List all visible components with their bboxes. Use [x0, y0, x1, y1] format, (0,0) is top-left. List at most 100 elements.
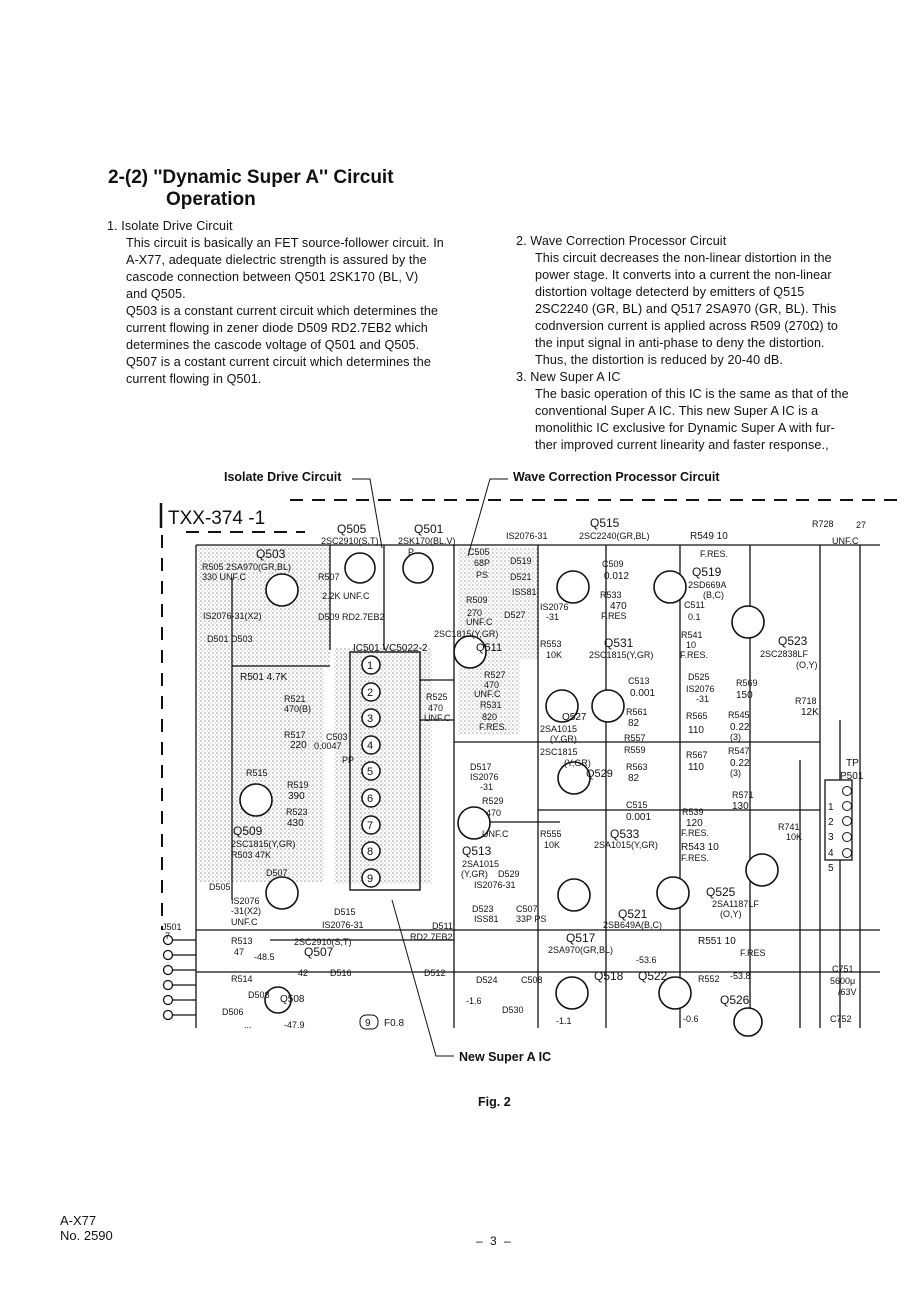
- label: R563: [626, 762, 648, 772]
- label: R741: [778, 822, 800, 832]
- label: (O,Y): [720, 909, 742, 919]
- label: IS2076: [686, 684, 715, 694]
- label: Q503: [256, 547, 286, 561]
- label: D524: [476, 975, 498, 985]
- label: Q513: [462, 844, 492, 858]
- label: Q519: [692, 565, 722, 579]
- label: R571: [732, 790, 754, 800]
- label: Q518: [594, 969, 624, 983]
- label: -31: [696, 694, 709, 704]
- callout-wave-correction: Wave Correction Processor Circuit: [513, 470, 720, 484]
- transistor-q509: [239, 783, 273, 817]
- callout-leaders: [352, 478, 508, 1057]
- ic501-label: IC501 VC5022-2: [353, 643, 428, 654]
- label: 2SA1015: [540, 724, 577, 734]
- item1-line: A-X77, adequate dielectric strength is a…: [126, 253, 427, 267]
- transistor-q527: [545, 689, 579, 723]
- item2-line: codnversion current is applied across R5…: [535, 319, 839, 333]
- label: PS: [476, 570, 488, 580]
- label: -47.9: [284, 1020, 305, 1030]
- label: D519: [510, 556, 532, 566]
- label: 2SC2910(S,T): [321, 536, 379, 546]
- label: 270: [467, 608, 482, 618]
- left-column: 1. Isolate Drive Circuit This circuit is…: [107, 218, 487, 388]
- label: 68P: [474, 558, 490, 568]
- transistors: [239, 552, 779, 1037]
- label: R529: [482, 796, 504, 806]
- item3-line: conventional Super A IC. This new Super …: [535, 404, 819, 418]
- ic-pin-2: 2: [367, 687, 373, 699]
- leader-newic: [391, 899, 454, 1057]
- transistor-q526: [733, 1007, 763, 1037]
- label: UNF.C: [474, 689, 501, 699]
- label: 10K: [546, 650, 562, 660]
- label: 82: [628, 773, 640, 784]
- label: C509: [602, 559, 624, 569]
- label: 0.22: [730, 758, 750, 769]
- label: Q525: [706, 885, 736, 899]
- label: ISS81: [474, 914, 499, 924]
- item3-heading: 3. New Super A IC: [516, 370, 621, 384]
- label: IS2076-31: [322, 920, 364, 930]
- label: UNF.C: [231, 917, 258, 927]
- label: IS2076-31: [474, 880, 516, 890]
- label: Q527: [562, 712, 587, 723]
- label: F.RES: [740, 948, 766, 958]
- label: 390: [288, 791, 305, 802]
- transistor-q522: [658, 976, 692, 1010]
- label: C752: [830, 1014, 852, 1024]
- label: F0.8: [384, 1018, 404, 1029]
- label: 130: [732, 801, 749, 812]
- label: R555: [540, 829, 562, 839]
- label: 150: [736, 690, 753, 701]
- ic-pin-1: 1: [367, 660, 373, 672]
- label: R728: [812, 519, 834, 529]
- tp-pin-3: 3: [828, 832, 834, 843]
- label: D501 D503: [207, 634, 253, 644]
- label: D529: [498, 869, 520, 879]
- label: -31(X2): [231, 906, 261, 916]
- label: 42: [298, 968, 308, 978]
- label: Q511: [476, 642, 502, 654]
- label: R567: [686, 750, 708, 760]
- label: -53.6: [636, 955, 657, 965]
- label: R557: [624, 733, 646, 743]
- label: /63V: [838, 987, 857, 997]
- label: Q526: [720, 993, 750, 1007]
- item3-line: monolithic IC exclusive for Dynamic Supe…: [535, 421, 835, 435]
- ic-pin-6: 6: [367, 793, 373, 805]
- label: R718: [795, 696, 817, 706]
- label: 2SA970(GR,BL): [548, 945, 613, 955]
- transistor-q507: [265, 876, 299, 910]
- label: 430: [287, 818, 304, 829]
- label: D511: [432, 921, 453, 931]
- label: Q521: [618, 907, 648, 921]
- label: Q507: [304, 945, 334, 959]
- ic-pin-8: 8: [367, 846, 373, 858]
- label: R565: [686, 711, 708, 721]
- label: P: [408, 547, 414, 557]
- leader-wave: [467, 478, 508, 557]
- item1-line: and Q505.: [126, 287, 186, 301]
- label: -48.5: [254, 952, 275, 962]
- label: D508: [248, 990, 270, 1000]
- label: 470: [484, 680, 499, 690]
- transistor-q515: [556, 570, 590, 604]
- label: D506: [222, 1007, 244, 1017]
- label: 2SA1015: [462, 859, 499, 869]
- transistor-q519: [653, 570, 687, 604]
- label: 0.001: [626, 812, 651, 823]
- transistor-q529: [557, 761, 591, 795]
- label: R533: [600, 590, 622, 600]
- label: D505: [209, 882, 231, 892]
- label: 2SA1015(Y,GR): [594, 840, 658, 850]
- label: C503: [326, 732, 348, 742]
- label: 110: [688, 762, 704, 773]
- label: R501 4.7K: [240, 672, 288, 683]
- label: -0.6: [683, 1014, 699, 1024]
- item1-heading: 1. Isolate Drive Circuit: [107, 219, 233, 233]
- label: ISS81: [512, 587, 537, 597]
- label: D523: [472, 904, 494, 914]
- label: 0.001: [630, 688, 655, 699]
- label: 0.012: [604, 571, 629, 582]
